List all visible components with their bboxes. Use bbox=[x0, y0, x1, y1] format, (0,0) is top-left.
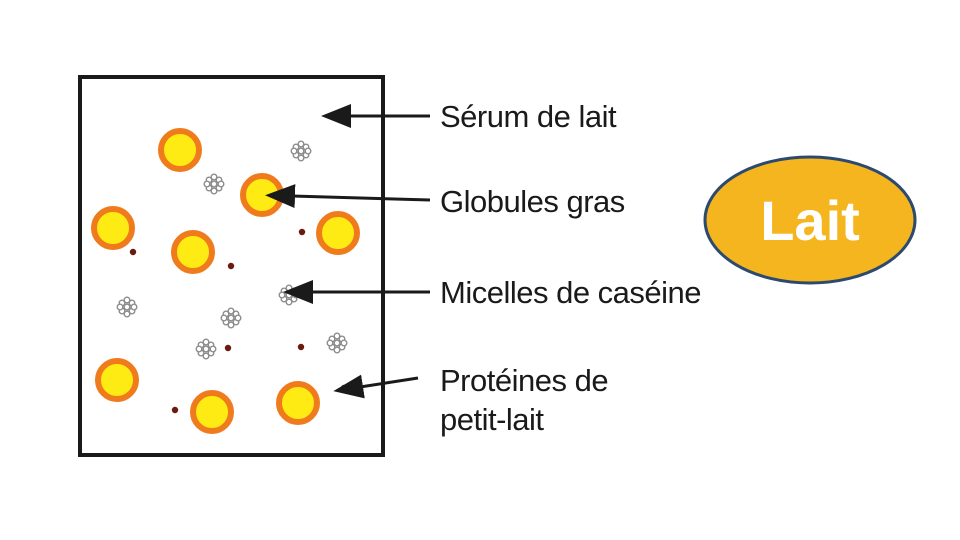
whey-protein-dot bbox=[171, 406, 179, 414]
label-proteines-de-petit-lait: Protéines de petit-lait bbox=[440, 362, 609, 440]
casein-micelle bbox=[220, 307, 242, 329]
fat-globule bbox=[158, 128, 202, 172]
whey-protein-dot bbox=[129, 248, 137, 256]
casein-micelle bbox=[195, 338, 217, 360]
casein-micelle bbox=[203, 173, 225, 195]
whey-protein-dot bbox=[298, 228, 306, 236]
whey-protein-dot bbox=[297, 343, 305, 351]
globules-arrow bbox=[265, 184, 431, 209]
label-arrows-group bbox=[265, 104, 431, 399]
proteines-arrow bbox=[333, 374, 419, 399]
fat-globule bbox=[171, 230, 215, 274]
lait-badge bbox=[703, 155, 917, 285]
whey-protein-dot bbox=[224, 344, 232, 352]
label-proteines-line2: petit-lait bbox=[440, 401, 544, 437]
lait-badge-label: Lait bbox=[760, 188, 860, 252]
casein-micelle bbox=[278, 284, 300, 306]
fat-globules-group bbox=[91, 128, 360, 434]
fat-globule bbox=[276, 381, 320, 425]
casein-micelle bbox=[326, 332, 348, 354]
casein-micelle bbox=[290, 140, 312, 162]
fat-globule bbox=[190, 390, 234, 434]
whey-protein-dot bbox=[227, 262, 235, 270]
casein-micelle bbox=[116, 296, 138, 318]
fat-globule bbox=[240, 173, 284, 217]
fat-globule bbox=[95, 358, 139, 402]
label-proteines-line1: Protéines de bbox=[440, 363, 609, 398]
label-micelles-de-caseine: Micelles de caséine bbox=[440, 275, 702, 310]
fat-globule bbox=[91, 206, 135, 250]
whey-protein-dot bbox=[340, 384, 348, 392]
label-serum-de-lait: Sérum de lait bbox=[440, 99, 617, 134]
label-globules-gras: Globules gras bbox=[440, 184, 625, 219]
fat-globule bbox=[316, 211, 360, 255]
